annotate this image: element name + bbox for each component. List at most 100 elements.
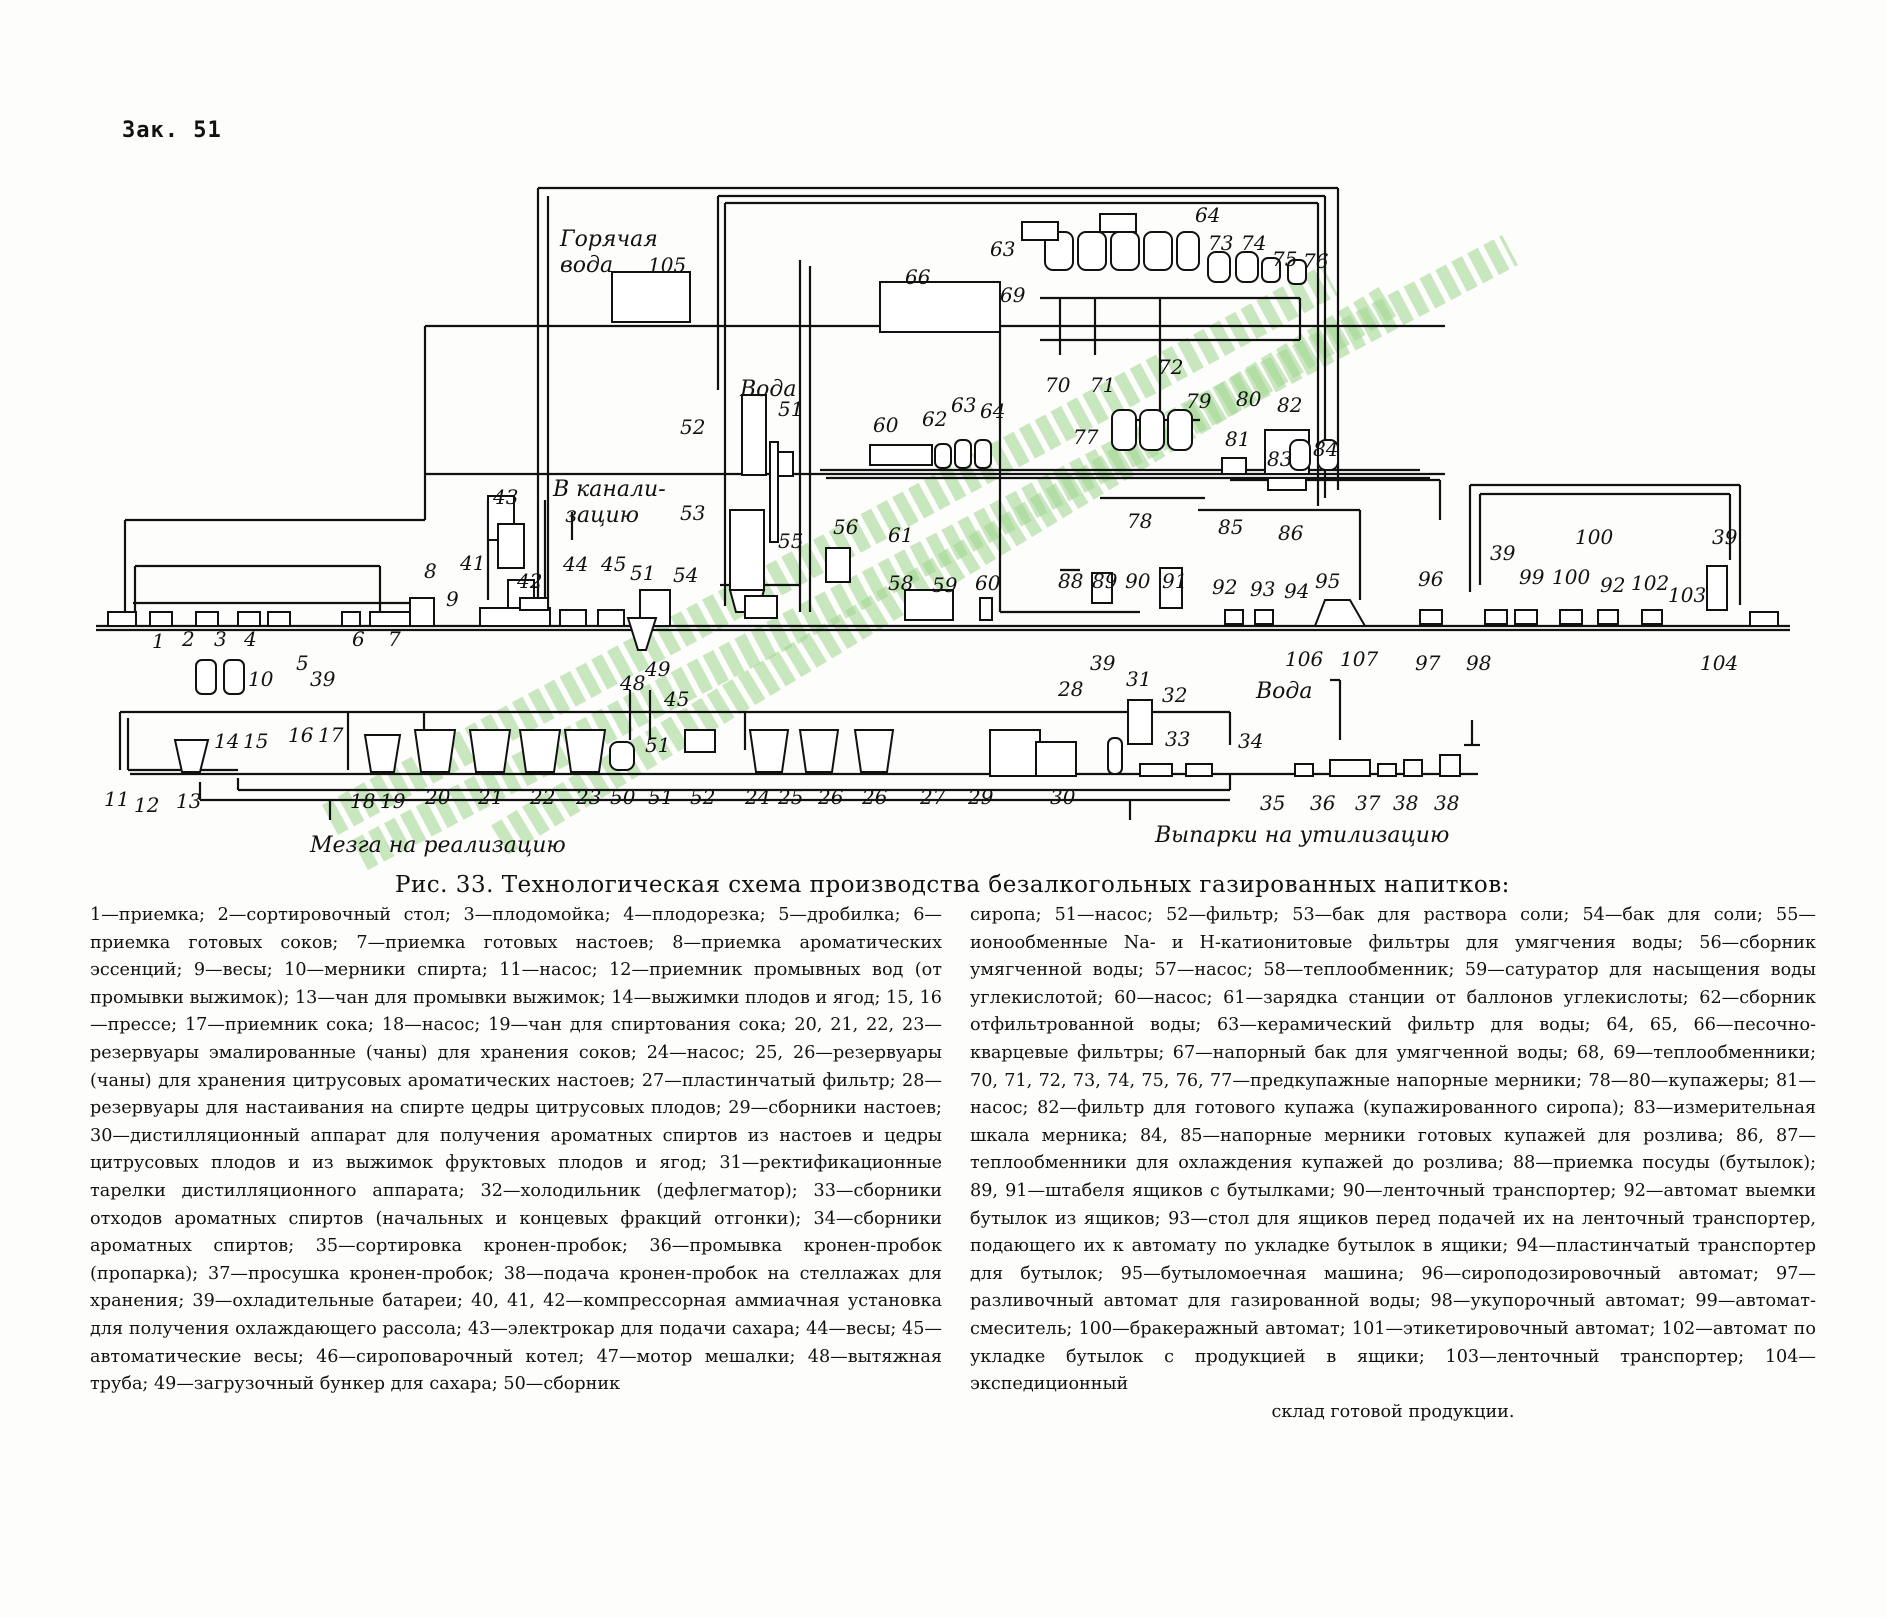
legend-left-column: 1—приемка; 2—сортировочный стол; 3—плодо…: [90, 902, 942, 1399]
svg-text:97: 97: [1415, 651, 1441, 675]
svg-text:105: 105: [648, 253, 686, 277]
svg-text:7: 7: [388, 627, 401, 651]
svg-text:89: 89: [1092, 569, 1118, 593]
svg-text:61: 61: [888, 523, 913, 547]
figure-caption-title: Рис. 33. Технологическая схема производс…: [395, 872, 1510, 898]
svg-text:4: 4: [243, 627, 257, 651]
svg-text:82: 82: [1277, 393, 1302, 417]
svg-text:71: 71: [1090, 373, 1115, 397]
svg-text:58: 58: [888, 571, 913, 595]
svg-text:16: 16: [288, 723, 314, 747]
svg-text:77: 77: [1073, 425, 1099, 449]
svg-text:92: 92: [1212, 575, 1237, 599]
svg-text:17: 17: [318, 723, 344, 747]
svg-text:69: 69: [1000, 283, 1026, 307]
svg-text:11: 11: [104, 787, 129, 811]
svg-text:13: 13: [176, 789, 201, 813]
svg-text:41: 41: [459, 551, 485, 575]
svg-text:55: 55: [778, 529, 803, 553]
svg-text:51: 51: [645, 733, 670, 757]
svg-text:45: 45: [663, 687, 689, 711]
svg-text:8: 8: [424, 559, 437, 583]
svg-text:14: 14: [214, 729, 239, 753]
svg-text:45: 45: [600, 552, 626, 576]
svg-text:26: 26: [861, 785, 888, 809]
svg-text:63: 63: [951, 393, 976, 417]
svg-text:93: 93: [1250, 577, 1275, 601]
svg-text:34: 34: [1238, 729, 1263, 753]
svg-text:73: 73: [1208, 231, 1233, 255]
svg-text:51: 51: [630, 561, 655, 585]
svg-text:48: 48: [619, 671, 645, 695]
svg-text:32: 32: [1162, 683, 1187, 707]
svg-text:39: 39: [1712, 525, 1738, 549]
svg-text:52: 52: [680, 415, 705, 439]
svg-text:95: 95: [1315, 569, 1340, 593]
svg-text:2: 2: [181, 627, 195, 651]
svg-text:21: 21: [477, 785, 503, 809]
svg-text:38: 38: [1393, 791, 1418, 815]
svg-text:83: 83: [1267, 447, 1292, 471]
svg-text:вода: вода: [560, 253, 613, 278]
svg-text:62: 62: [922, 407, 947, 431]
svg-text:49: 49: [644, 657, 671, 681]
svg-text:94: 94: [1284, 579, 1309, 603]
svg-text:Вода: Вода: [739, 377, 796, 402]
svg-text:70: 70: [1045, 373, 1071, 397]
svg-text:15: 15: [243, 729, 268, 753]
svg-text:80: 80: [1236, 387, 1262, 411]
svg-text:25: 25: [777, 785, 803, 809]
svg-text:37: 37: [1355, 791, 1381, 815]
svg-text:39: 39: [1490, 541, 1516, 565]
svg-text:60: 60: [975, 571, 1001, 595]
svg-text:106: 106: [1285, 647, 1323, 671]
svg-text:90: 90: [1125, 569, 1151, 593]
svg-text:5: 5: [296, 651, 309, 675]
svg-text:28: 28: [1057, 677, 1083, 701]
svg-text:102: 102: [1631, 571, 1669, 595]
svg-text:53: 53: [680, 501, 705, 525]
svg-text:зацию: зацию: [565, 503, 639, 528]
svg-text:В канали-: В канали-: [552, 477, 666, 502]
legend-right-column: сиропа; 51—насос; 52—фильтр; 53—бак для …: [970, 902, 1816, 1426]
svg-text:91: 91: [1162, 569, 1187, 593]
svg-text:79: 79: [1186, 389, 1212, 413]
svg-text:Вода: Вода: [1255, 679, 1312, 704]
svg-text:81: 81: [1225, 427, 1250, 451]
svg-text:27: 27: [919, 785, 946, 809]
svg-text:3: 3: [214, 627, 227, 651]
svg-text:31: 31: [1126, 667, 1151, 691]
svg-text:39: 39: [310, 667, 336, 691]
svg-text:36: 36: [1310, 791, 1336, 815]
svg-text:64: 64: [980, 399, 1005, 423]
svg-text:63: 63: [990, 237, 1015, 261]
svg-text:92: 92: [1600, 573, 1625, 597]
legend-right-text: сиропа; 51—насос; 52—фильтр; 53—бак для …: [970, 905, 1816, 1395]
svg-text:66: 66: [905, 265, 931, 289]
svg-text:9: 9: [446, 587, 459, 611]
svg-text:6: 6: [352, 627, 365, 651]
svg-text:98: 98: [1466, 651, 1491, 675]
svg-text:42: 42: [516, 569, 542, 593]
svg-text:Мезга на реализацию: Мезга на реализацию: [309, 833, 566, 858]
svg-text:74: 74: [1241, 231, 1266, 255]
svg-text:39: 39: [1090, 651, 1116, 675]
svg-text:35: 35: [1260, 791, 1285, 815]
svg-text:51: 51: [778, 397, 803, 421]
svg-text:24: 24: [744, 785, 770, 809]
svg-text:104: 104: [1700, 651, 1738, 675]
svg-text:23: 23: [575, 785, 601, 809]
svg-text:84: 84: [1313, 437, 1338, 461]
svg-text:107: 107: [1340, 647, 1378, 671]
svg-text:Выпарки на утилизацию: Выпарки на утилизацию: [1154, 823, 1449, 848]
svg-text:88: 88: [1058, 569, 1083, 593]
svg-text:100: 100: [1552, 565, 1590, 589]
order-reference: Зак. 51: [122, 118, 222, 143]
svg-text:44: 44: [562, 552, 588, 576]
svg-text:10: 10: [248, 667, 274, 691]
svg-text:59: 59: [932, 573, 958, 597]
svg-text:33: 33: [1165, 727, 1190, 751]
process-flow-diagram: 64 63 73 74 75 76 69 66 70 71 72 105 Гор…: [96, 186, 1790, 870]
svg-text:1: 1: [152, 629, 165, 653]
